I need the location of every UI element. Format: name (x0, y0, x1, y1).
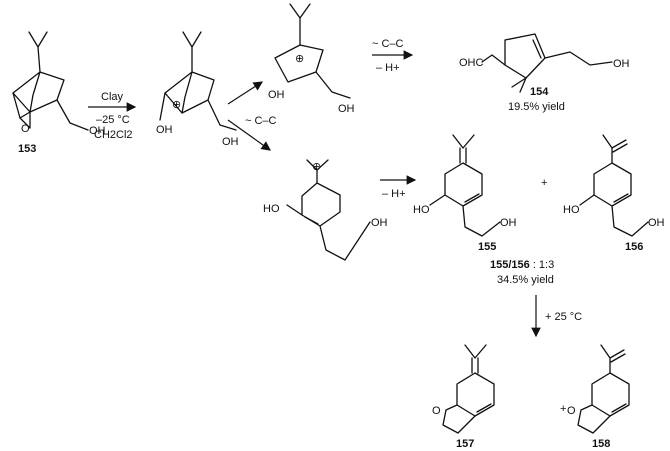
compound-155: HO OH 155 (413, 134, 517, 253)
plus-155-156: + (541, 177, 547, 189)
arrow-to-154: ~ C–C – H+ (372, 38, 414, 74)
oh-left-2: OH (268, 89, 285, 101)
o-158: O (567, 405, 576, 417)
oh-right-2: OH (338, 103, 355, 115)
ratio-bold: 155/156 (490, 259, 530, 271)
label-155: 155 (478, 241, 496, 253)
o-157: O (432, 405, 441, 417)
label-158: 158 (592, 438, 610, 450)
cation-1: ⊕ OH OH (156, 31, 239, 148)
oh-153: OH (89, 125, 106, 137)
cation-2: ⊕ OH OH (268, 3, 355, 115)
charge-3: ⊕ (312, 161, 321, 173)
arrow-to-155: – H+ (380, 175, 417, 200)
oh-right-1: OH (222, 136, 239, 148)
ho-3: HO (263, 203, 280, 215)
charge-1: ⊕ (172, 99, 181, 111)
minus-h-upper: – H+ (376, 62, 400, 74)
oh-3: OH (371, 217, 388, 229)
label-154: 154 (530, 86, 549, 98)
oh-155: OH (500, 217, 517, 229)
compound-153: O OH 153 (12, 31, 106, 155)
reagent-solvent: CH2Cl2 (94, 129, 133, 141)
plus-157-158: + (560, 403, 566, 415)
cho-154: OHC (459, 57, 484, 69)
arrow-up (227, 81, 264, 105)
label-157: 157 (456, 438, 474, 450)
compound-157: O 157 (432, 344, 495, 450)
compound-156: HO OH 156 (563, 134, 665, 253)
epoxide-o: O (21, 123, 30, 135)
yield-154: 19.5% yield (508, 101, 565, 113)
oh-left-1: OH (156, 124, 173, 136)
reagent-clay: Clay (101, 91, 124, 103)
shift-label: ~ C–C (245, 115, 277, 127)
label-153: 153 (18, 143, 36, 155)
minus-h-lower: – H+ (382, 188, 406, 200)
step1-arrow: Clay –25 °C CH2Cl2 (88, 91, 137, 141)
shift-upper: ~ C–C (372, 38, 404, 50)
heat-label: + 25 °C (545, 311, 582, 323)
compound-158: O 158 (567, 344, 630, 450)
arrow-heat: + 25 °C (531, 295, 582, 338)
ratio-line: 155/156 : 1:3 (490, 259, 554, 271)
oh-156: OH (648, 217, 665, 229)
ratio-text: : 1:3 (530, 259, 554, 271)
arrow-down (227, 119, 271, 151)
label-156: 156 (625, 241, 643, 253)
oh-154: OH (613, 58, 630, 70)
ho-155: HO (413, 204, 430, 216)
compound-154: OHC OH 154 19.5% yield (459, 33, 630, 113)
ho-156: HO (563, 204, 580, 216)
reagent-temp: –25 °C (96, 114, 130, 126)
charge-2: ⊕ (295, 53, 304, 65)
ratio-yield: 34.5% yield (497, 274, 554, 286)
cation-3: ⊕ HO OH (263, 159, 388, 261)
